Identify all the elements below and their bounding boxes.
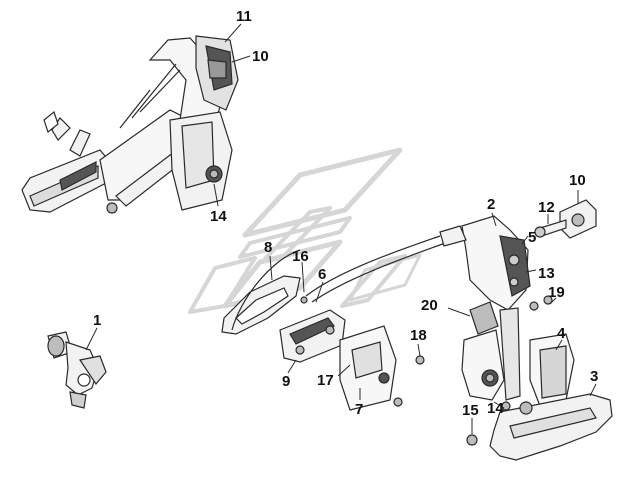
callout-17: 17	[317, 372, 334, 389]
callout-13: 13	[538, 265, 555, 282]
callout-6: 6	[318, 266, 327, 283]
outer-handle-assembly	[461, 295, 613, 461]
callout-11: 11	[236, 8, 252, 25]
callout-19: 19	[548, 284, 565, 301]
watermark-logo	[188, 147, 422, 314]
callout-5: 5	[528, 229, 537, 246]
lock-cylinder-part-1	[47, 331, 107, 409]
inner-handle-bezel-part-8	[221, 275, 301, 335]
inner-latch-mechanism	[279, 296, 425, 411]
callout-8: 8	[264, 239, 273, 256]
callout-15: 15	[462, 402, 479, 419]
striker-part-10	[534, 199, 597, 239]
callout-10-right: 10	[569, 172, 586, 189]
callout-20: 20	[421, 297, 438, 314]
callout-18: 18	[410, 327, 427, 344]
callout-16: 16	[292, 248, 309, 265]
door-latch-part-2	[439, 215, 531, 311]
callout-10-top: 10	[252, 48, 269, 65]
callout-7: 7	[355, 401, 364, 418]
callout-14-left: 14	[210, 208, 227, 225]
upper-door-handle-assembly	[21, 35, 239, 214]
callout-1: 1	[93, 312, 102, 329]
callout-14-right: 14	[487, 400, 504, 417]
callout-9: 9	[282, 373, 291, 390]
callout-12: 12	[538, 199, 555, 216]
callout-3: 3	[590, 368, 599, 385]
callout-4: 4	[557, 325, 566, 342]
callout-2: 2	[487, 196, 496, 213]
